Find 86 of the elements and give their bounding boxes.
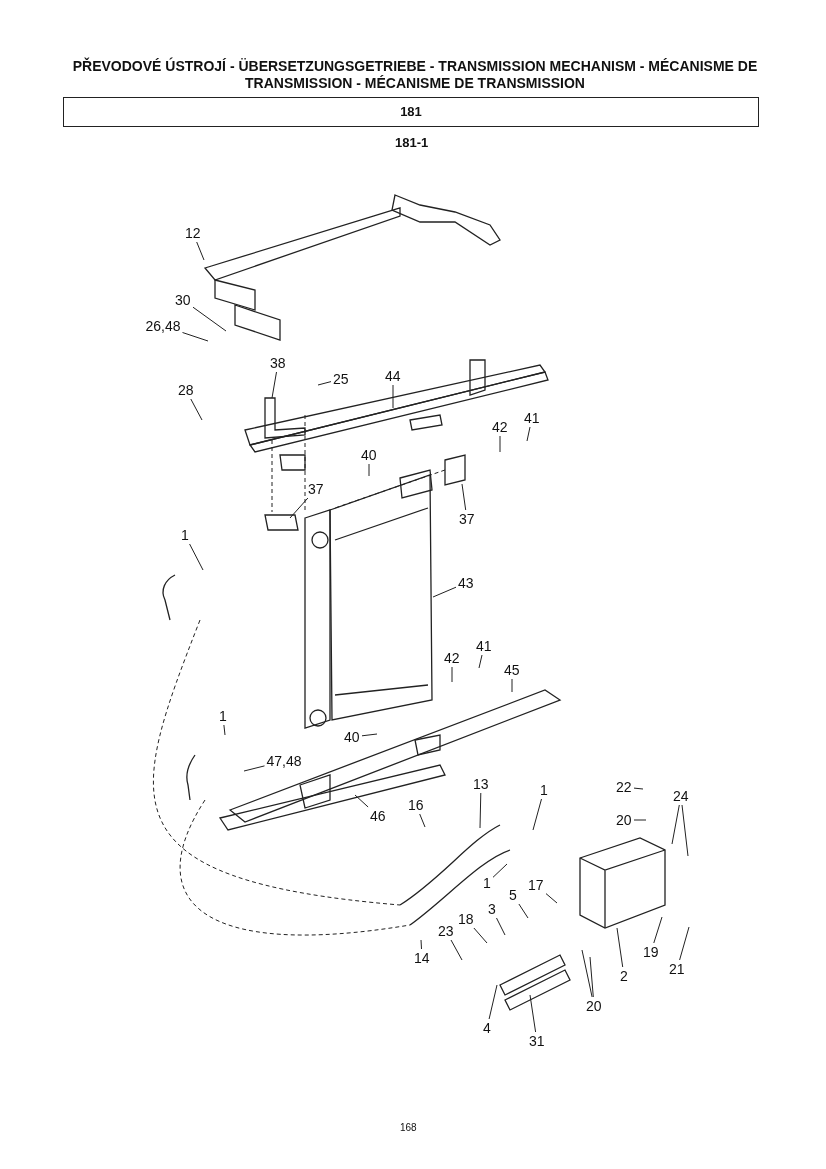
callout-number: 1 xyxy=(482,875,492,891)
callout-number: 45 xyxy=(503,662,521,678)
page-number: 168 xyxy=(400,1122,417,1133)
callout-number: 22 xyxy=(615,779,633,795)
callout-number: 37 xyxy=(458,511,476,527)
callout-number: 23 xyxy=(437,923,455,939)
leader-line xyxy=(189,543,204,571)
leader-line xyxy=(271,371,277,399)
leader-line xyxy=(368,463,370,477)
callout-number: 25 xyxy=(332,371,350,387)
callout-number: 26,48 xyxy=(144,318,182,334)
leader-line xyxy=(289,497,309,519)
leader-line xyxy=(190,398,203,421)
figure-number: 181-1 xyxy=(395,135,429,150)
leader-line xyxy=(496,917,506,936)
callout-number: 12 xyxy=(184,225,202,241)
leader-line xyxy=(479,792,482,829)
leader-line xyxy=(317,381,332,386)
callout-number: 46 xyxy=(369,808,387,824)
callout-number: 14 xyxy=(413,950,431,966)
leader-line xyxy=(511,678,513,693)
leader-line xyxy=(589,956,594,998)
callout-number: 43 xyxy=(457,575,475,591)
callout-number: 31 xyxy=(528,1033,546,1049)
leader-line xyxy=(653,916,663,944)
leader-line xyxy=(223,724,226,736)
leader-line xyxy=(671,804,680,845)
callout-number: 38 xyxy=(269,355,287,371)
leader-line xyxy=(492,863,508,878)
leader-line xyxy=(499,435,501,453)
leader-line xyxy=(526,426,531,442)
callout-number: 28 xyxy=(177,382,195,398)
leader-line xyxy=(354,794,369,808)
callout-number: 4 xyxy=(482,1020,492,1036)
callout-number: 2 xyxy=(619,968,629,984)
callout-number: 13 xyxy=(472,776,490,792)
leader-line xyxy=(420,939,422,950)
leader-line xyxy=(432,586,457,598)
callout-number: 42 xyxy=(443,650,461,666)
callout-number: 3 xyxy=(487,901,497,917)
callout-number: 41 xyxy=(523,410,541,426)
leader-line xyxy=(473,927,488,944)
callout-number: 37 xyxy=(307,481,325,497)
title: PŘEVODOVÉ ÚSTROJÍ - ÜBERSETZUNGSGETRIEBE - TRANSMISSION MECHANISM - MÉCANISME DE TRANSMISSION - MÉCANISME DE TRANSMISSION xyxy=(71,58,759,92)
callout-number: 40 xyxy=(360,447,378,463)
leader-line xyxy=(243,765,265,772)
callout-number: 17 xyxy=(527,877,545,893)
callout-number: 18 xyxy=(457,911,475,927)
leader-line xyxy=(518,903,529,919)
callout-number: 20 xyxy=(585,998,603,1014)
callout-number: 41 xyxy=(475,638,493,654)
callout-number: 40 xyxy=(343,729,361,745)
leader-line xyxy=(182,332,209,342)
leader-line xyxy=(545,893,558,904)
section-number: 181 xyxy=(63,97,759,127)
callout-number: 20 xyxy=(615,812,633,828)
leader-line xyxy=(419,813,426,828)
callout-number: 21 xyxy=(668,961,686,977)
leader-line xyxy=(478,654,483,669)
leader-line xyxy=(196,241,205,261)
leader-line xyxy=(633,819,647,821)
callout-number: 1 xyxy=(539,782,549,798)
leader-line xyxy=(488,984,498,1020)
leader-line xyxy=(681,804,689,857)
leader-line xyxy=(450,939,463,961)
callout-number: 1 xyxy=(180,527,190,543)
leader-line xyxy=(633,787,644,790)
leader-line xyxy=(616,927,624,968)
leader-line xyxy=(529,994,537,1033)
leader-line xyxy=(451,666,453,683)
callout-number: 24 xyxy=(672,788,690,804)
leader-line xyxy=(532,798,542,831)
callout-number: 47,48 xyxy=(265,753,303,769)
callout-number: 16 xyxy=(407,797,425,813)
callout-number: 42 xyxy=(491,419,509,435)
callout-number: 5 xyxy=(508,887,518,903)
callout-number: 19 xyxy=(642,944,660,960)
leader-line xyxy=(192,306,227,332)
leader-line xyxy=(679,926,690,961)
leader-line xyxy=(361,733,378,737)
callout-number: 1 xyxy=(218,708,228,724)
callout-number: 30 xyxy=(174,292,192,308)
leader-line xyxy=(461,483,467,511)
leader-line xyxy=(581,949,593,998)
callout-number: 44 xyxy=(384,368,402,384)
leader-line xyxy=(392,384,394,409)
